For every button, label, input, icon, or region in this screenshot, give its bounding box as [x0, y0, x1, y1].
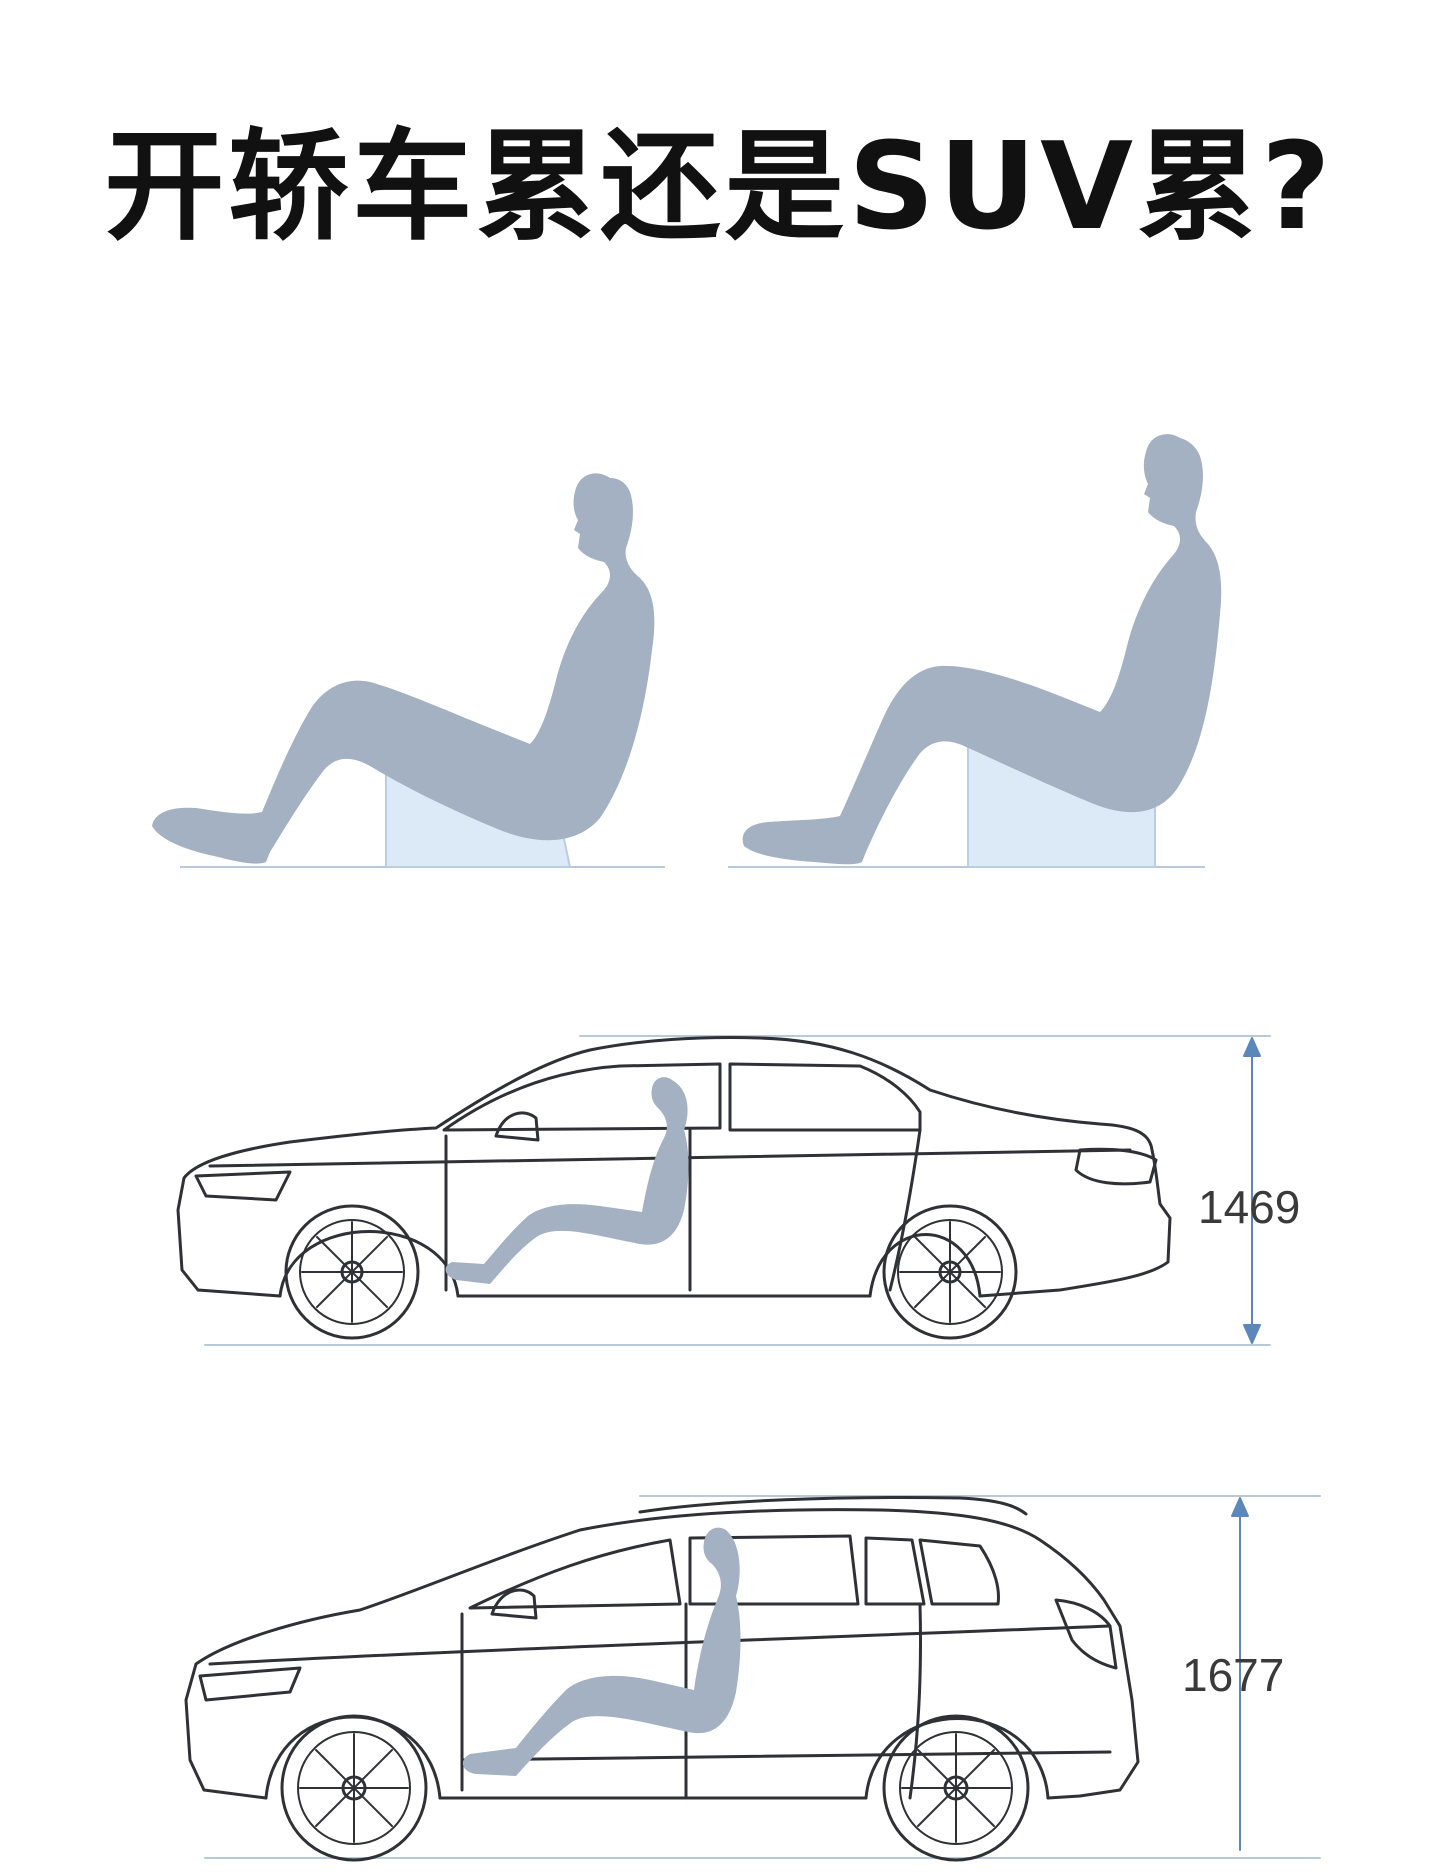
suv-headlight [198, 1666, 302, 1702]
posture-sedan [152, 473, 665, 868]
suv-lower-cladding [460, 1750, 1112, 1762]
suv-shoulder-line [208, 1624, 1112, 1666]
suv-roof-rail [638, 1496, 1028, 1516]
sedan-shoulder-line [208, 1148, 1132, 1168]
sedan-window-line [442, 1062, 922, 1132]
suv-height-arrow [1231, 1497, 1249, 1851]
sedan-driver-silhouette [445, 1077, 689, 1284]
sedan-rear-arch [868, 1233, 982, 1298]
sedan-headlight [194, 1170, 292, 1202]
suv-height-label: 1677 [1182, 1649, 1285, 1701]
sedan-front-arch [278, 1230, 460, 1298]
sedan-mirror [494, 1111, 540, 1142]
sedan-side-view [176, 1035, 1271, 1346]
suv-rear-arch [864, 1717, 1050, 1800]
suv-driver-silhouette [462, 1527, 741, 1776]
suv-taillight [1054, 1598, 1118, 1670]
suv-window-line [468, 1534, 1000, 1610]
sedan-rear-wheel [882, 1204, 1018, 1340]
sedan-body-outline [176, 1036, 1172, 1298]
driver-silhouette-suv [742, 434, 1222, 865]
sedan-height-arrow [1243, 1037, 1261, 1344]
suv-rear-wheel [882, 1714, 1030, 1862]
page-title: 开轿车累还是SUV累? [104, 118, 1335, 257]
sedan-front-wheel [284, 1204, 420, 1340]
suv-body-outline [184, 1508, 1140, 1800]
sedan-height-label: 1469 [1198, 1181, 1301, 1233]
suv-front-wheel [280, 1714, 428, 1862]
sedan-taillight [1074, 1147, 1158, 1186]
suv-mirror [490, 1588, 538, 1620]
driver-silhouette-sedan [152, 473, 655, 864]
suv-side-view [184, 1495, 1321, 1862]
posture-suv [728, 434, 1222, 868]
